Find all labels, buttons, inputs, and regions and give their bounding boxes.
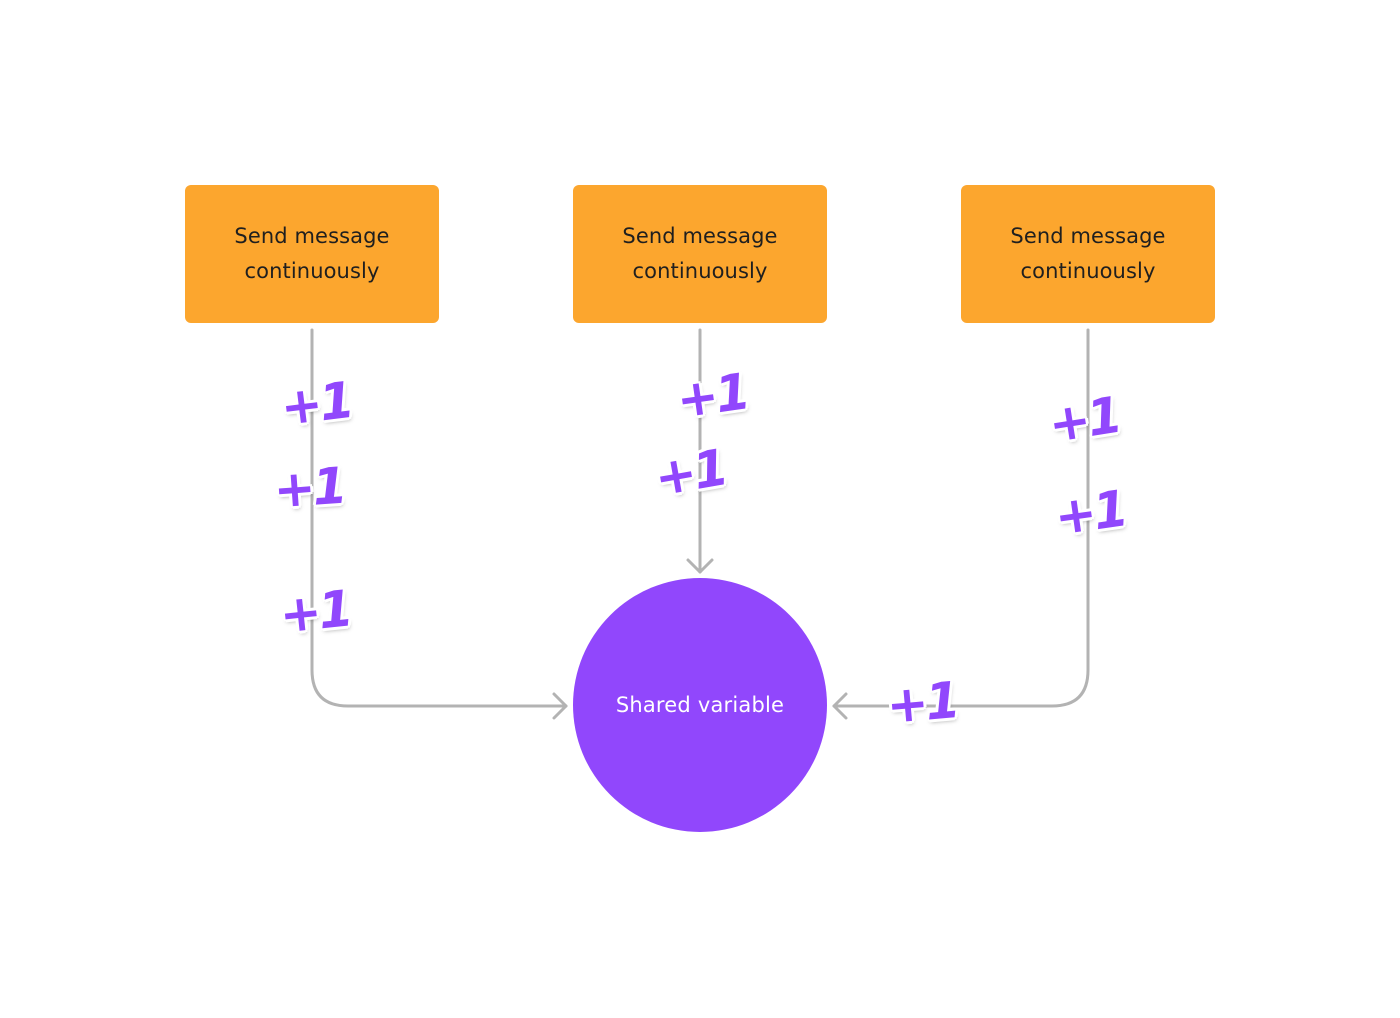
shared-variable-label: Shared variable: [615, 693, 785, 717]
increment-badge: +1: [277, 370, 355, 438]
sender-box-center: Send message continuously: [573, 185, 827, 323]
arrowhead-right: [832, 692, 848, 720]
shared-variable-node: Shared variable: [573, 578, 827, 832]
connector-left: [310, 328, 568, 708]
increment-badge: +1: [884, 671, 960, 735]
increment-badge: +1: [271, 456, 347, 520]
sender-label: Send message continuously: [1010, 224, 1166, 283]
sender-label: Send message continuously: [622, 224, 778, 283]
connector-right: [832, 328, 1090, 708]
increment-badge: +1: [672, 362, 752, 430]
sender-label: Send message continuously: [234, 224, 390, 283]
sender-box-right: Send message continuously: [961, 185, 1215, 323]
increment-badge: +1: [276, 579, 354, 645]
arrowhead-center: [686, 558, 714, 574]
arrowhead-left: [552, 692, 568, 720]
increment-badge: +1: [650, 438, 730, 508]
increment-badge: +1: [1050, 479, 1130, 547]
sender-box-left: Send message continuously: [185, 185, 439, 323]
increment-badge: +1: [1044, 385, 1124, 455]
